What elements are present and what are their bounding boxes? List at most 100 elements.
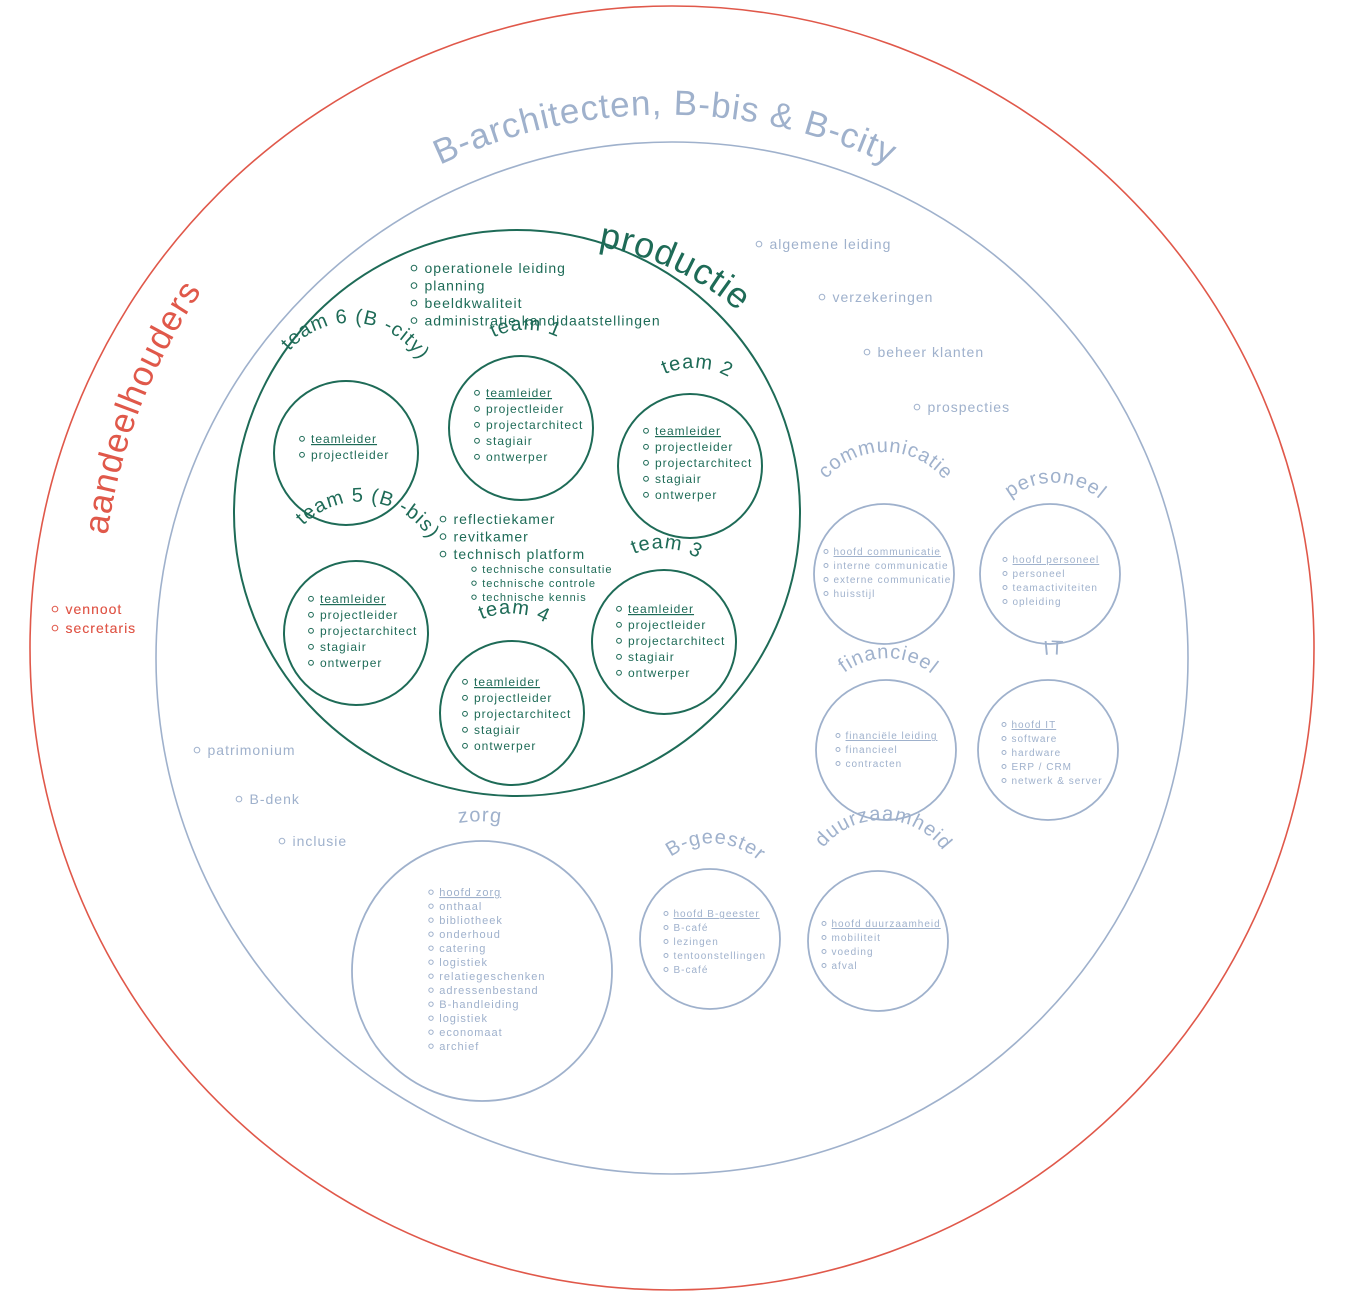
team2-circle [617, 393, 763, 539]
personeel-circle [979, 503, 1121, 645]
bullet-icon [439, 550, 447, 558]
personeel-item: hoofd personeel [1013, 555, 1100, 566]
zorg-item: bibliotheek [439, 915, 503, 927]
team2-item: stagiair [655, 472, 702, 486]
bullet-icon [755, 240, 763, 248]
bullet-icon [471, 580, 477, 586]
bgeester-circle [639, 868, 781, 1010]
team1-item: projectarchitect [486, 418, 583, 432]
personeel-item: personeel [1013, 569, 1066, 580]
financieel-circle [815, 679, 957, 821]
team5-item: ontwerper [320, 656, 382, 670]
bullet-icon [428, 917, 434, 923]
team6-title: team 6 (B -city) [277, 306, 434, 364]
zorg-item: onderhoud [439, 929, 501, 941]
bullet-icon [474, 453, 480, 460]
bullet-icon [663, 967, 669, 972]
bullet-icon [439, 533, 447, 540]
bullet-icon [643, 427, 649, 434]
team2-item: projectarchitect [655, 456, 752, 470]
duurzaamheid-circle [807, 870, 949, 1012]
team4-item: teamleider [474, 675, 540, 689]
bullet-icon [616, 605, 622, 612]
team2-title: team 2 [658, 351, 736, 382]
zorg-item: hoofd zorg [439, 887, 501, 899]
team4-circle [439, 640, 585, 786]
team5-item: teamleider [320, 592, 386, 606]
duurzaamheid-item: mobiliteit [832, 933, 881, 944]
team3-item: ontwerper [628, 666, 690, 680]
it-item: hoofd IT [1012, 720, 1057, 731]
bullet-icon [835, 733, 841, 738]
technical-platform-item: technische kennis [482, 592, 586, 604]
bullet-icon [616, 621, 622, 628]
team5-item: projectarchitect [320, 624, 417, 638]
team2-item: projectleider [655, 440, 733, 454]
bullet-icon [616, 669, 622, 676]
team3-item: projectarchitect [628, 634, 725, 648]
team5-item: stagiair [320, 640, 367, 654]
bullet-icon [410, 317, 418, 324]
bullet-icon [428, 945, 434, 951]
bullet-icon [1002, 585, 1008, 590]
it-title: IT [1043, 637, 1065, 660]
financieel-item: contracten [846, 759, 903, 770]
bullet-icon [1002, 557, 1008, 562]
company-right-item: verzekeringen [833, 289, 934, 305]
company-right-item: prospecties [928, 399, 1011, 415]
team3-circle [591, 569, 737, 715]
team1-circle [448, 355, 594, 501]
team6-item: teamleider [311, 432, 377, 446]
zorg-item: catering [439, 943, 486, 955]
bullet-icon [410, 282, 418, 289]
team4-item: ontwerper [474, 739, 536, 753]
bullet-icon [643, 443, 649, 450]
it-item: netwerk & server [1012, 776, 1103, 787]
duurzaamheid-title: duurzaamheid [811, 803, 957, 855]
bullet-icon [616, 653, 622, 660]
personeel-item: opleiding [1013, 597, 1062, 608]
zorg-item: logistiek [439, 957, 488, 969]
bgeester-item: B-café [674, 965, 709, 976]
zorg-circle [351, 840, 613, 1102]
bullet-icon [1001, 764, 1007, 769]
team4-item: projectarchitect [474, 707, 571, 721]
bullet-icon [823, 591, 829, 596]
bullet-icon [428, 1015, 434, 1021]
bullet-icon [821, 935, 827, 940]
zorg-title: zorg [457, 804, 504, 828]
production-center-item: revitkamer [454, 529, 529, 545]
bullet-icon [51, 605, 59, 613]
bullet-icon [821, 949, 827, 954]
bullet-icon [863, 348, 871, 356]
duurzaamheid-item: voeding [832, 947, 874, 958]
bullet-icon [643, 475, 649, 482]
bullet-icon [1002, 571, 1008, 576]
team3-item: projectleider [628, 618, 706, 632]
company-left-item: inclusie [293, 833, 348, 849]
bullet-icon [439, 515, 447, 523]
bullet-icon [308, 611, 314, 618]
bullet-icon [1001, 722, 1007, 727]
shareholder-item: secretaris [66, 620, 137, 636]
bgeester-item: hoofd B-geester [674, 909, 760, 920]
bullet-icon [462, 726, 468, 733]
bullet-icon [474, 405, 480, 412]
bullet-icon [835, 747, 841, 752]
shareholders-circle [29, 5, 1315, 1291]
bullet-icon [474, 389, 480, 396]
bullet-icon [663, 939, 669, 944]
bullet-icon [428, 1029, 434, 1035]
it-item: ERP / CRM [1012, 762, 1073, 773]
bullet-icon [471, 566, 477, 572]
team5-circle [283, 560, 429, 706]
bullet-icon [428, 1043, 434, 1049]
bullet-icon [1001, 778, 1007, 783]
bullet-icon [835, 761, 841, 766]
bullet-icon [428, 973, 434, 979]
company-right-item: beheer klanten [878, 344, 985, 360]
zorg-item: B-handleiding [439, 999, 519, 1011]
team4-item: projectleider [474, 691, 552, 705]
bullet-icon [428, 987, 434, 993]
